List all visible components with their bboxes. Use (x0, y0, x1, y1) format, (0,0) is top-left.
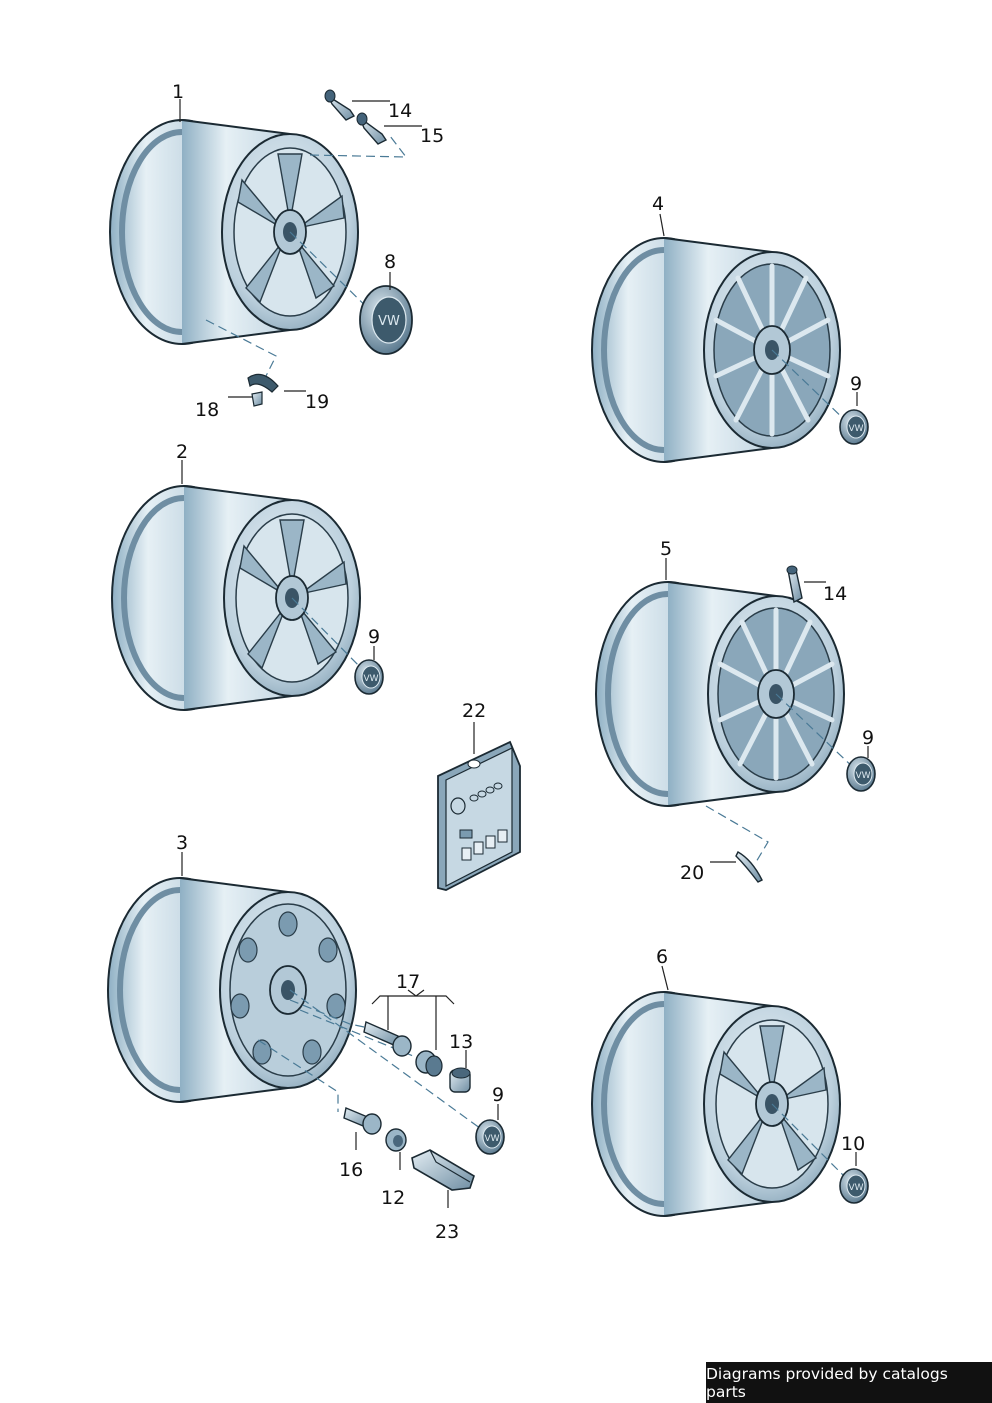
callout-13: 13 (449, 1031, 473, 1053)
balance-weight-18 (251, 391, 263, 407)
hub-cap-9-wheel-3 (475, 1119, 505, 1155)
callout-9-wheel-4: 9 (850, 373, 862, 395)
valve-stem-15 (356, 112, 388, 145)
nut-12 (385, 1128, 407, 1152)
hub-cap-10 (839, 1168, 869, 1204)
cap-13 (449, 1067, 471, 1093)
callout-3: 3 (176, 832, 188, 854)
hub-cap-9-wheel-5 (846, 756, 876, 792)
balance-weight-19 (247, 373, 279, 393)
callout-19: 19 (305, 391, 329, 413)
wheel-4 (592, 238, 840, 462)
callout-5: 5 (660, 538, 672, 560)
footer-credit-text: Diagrams provided by catalogs parts (706, 1364, 948, 1401)
removal-tool-23 (411, 1149, 475, 1191)
callout-9-wheel-3: 9 (492, 1084, 504, 1106)
valve-stem-14-wheel-5 (786, 565, 803, 604)
callout-10: 10 (841, 1133, 865, 1155)
hub-cap-9-wheel-4 (839, 409, 869, 445)
callout-17: 17 (396, 971, 420, 993)
wheel-bolt-16 (343, 1107, 382, 1135)
wheel-3 (108, 878, 356, 1102)
wheel-5 (596, 582, 844, 806)
callout-12: 12 (381, 1187, 405, 1209)
callout-9-wheel-5: 9 (862, 727, 874, 749)
callout-22: 22 (462, 700, 486, 722)
callout-9-wheel-2: 9 (368, 626, 380, 648)
callout-15: 15 (420, 125, 444, 147)
callout-14: 14 (388, 100, 412, 122)
callout-18: 18 (195, 399, 219, 421)
callout-8: 8 (384, 251, 396, 273)
valve-stem-14 (324, 89, 356, 121)
hub-cap-8: VW (359, 285, 413, 355)
footer-credit-badge: Diagrams provided by catalogs parts (706, 1362, 992, 1403)
callout-labels: 1 14 15 8 18 19 4 9 2 9 5 14 9 22 20 3 1… (172, 81, 874, 1243)
locking-bolt-set-22 (437, 740, 521, 891)
callout-20: 20 (680, 862, 704, 884)
callout-14-wheel-5: 14 (823, 583, 847, 605)
wheel-6 (592, 992, 840, 1216)
callout-1: 1 (172, 81, 184, 103)
locking-bolt-17a (363, 1021, 412, 1057)
callout-23: 23 (435, 1221, 459, 1243)
svg-text:VW: VW (378, 314, 400, 329)
wheel-1 (110, 120, 358, 344)
callout-2: 2 (176, 441, 188, 463)
hub-cap-9-wheel-2 (354, 659, 384, 695)
locking-nut-17b (415, 1050, 443, 1077)
callout-6: 6 (656, 946, 668, 968)
callout-4: 4 (652, 193, 664, 215)
leader-lines (179, 99, 869, 1208)
wheel-2 (112, 486, 360, 710)
balance-weight-20 (735, 851, 763, 883)
callout-16: 16 (339, 1159, 363, 1181)
